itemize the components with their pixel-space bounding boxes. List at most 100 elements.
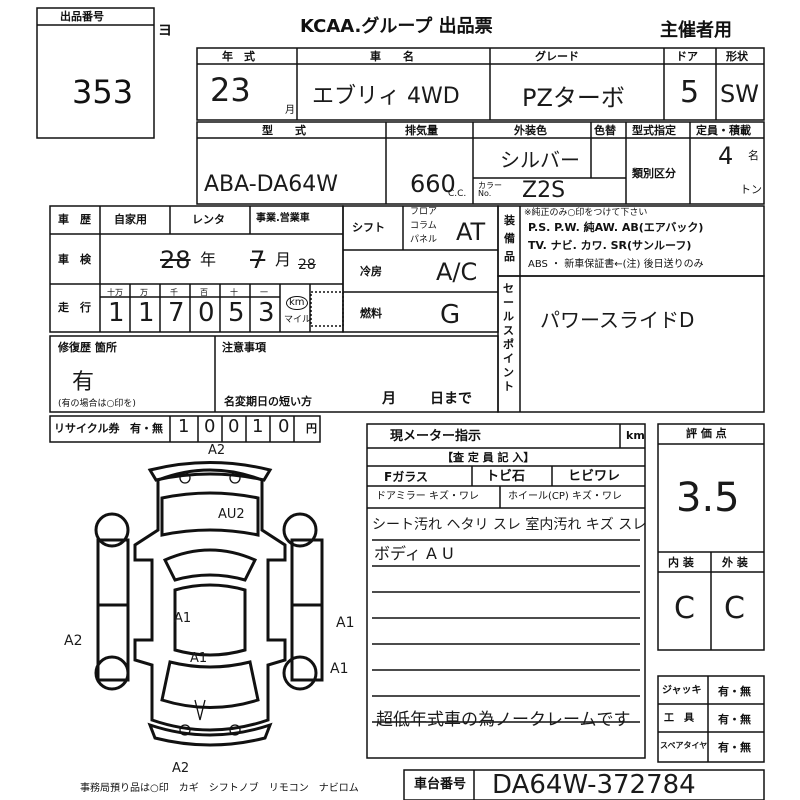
inspection-year: 28	[160, 246, 191, 274]
roof	[173, 583, 247, 657]
model-label: 型 式	[262, 124, 306, 137]
jack-value: 有・無	[718, 685, 751, 698]
wheel-rear-right	[282, 655, 318, 691]
digit-label-100: 百	[200, 288, 208, 297]
windshield	[162, 548, 258, 582]
displacement-value: 660	[410, 170, 456, 198]
crack-label: ヒビワレ	[568, 469, 621, 484]
type-designation-label: 型式指定	[632, 124, 676, 137]
car-name-value: エブリィ 4WD	[312, 84, 460, 109]
front-bumper	[147, 461, 273, 482]
lot-number-label: 出品番号	[60, 10, 104, 23]
month-unit: 月	[285, 105, 295, 116]
inspection-month-unit: 月	[275, 250, 292, 269]
year-label: 年 式	[222, 50, 255, 63]
model-value: ABA-DA64W	[204, 172, 338, 197]
rear-bumper	[147, 722, 273, 747]
cc-unit: C.C.	[448, 189, 467, 199]
inspector-note-2: ボディ A U	[374, 544, 454, 563]
wheel-rear-left	[94, 655, 130, 691]
capacity-label: 定員・積載	[696, 124, 751, 137]
tools-label: 工 具	[664, 713, 694, 724]
score-value: 3.5	[676, 475, 740, 521]
recycle-status: 有・無	[130, 422, 163, 435]
side-mark: ヨ	[158, 23, 172, 39]
shift-option-floor: フロア	[410, 207, 438, 217]
grade-value: PZターボ	[522, 84, 625, 112]
digit-label-1: 一	[260, 288, 268, 297]
ac-value: A/C	[436, 258, 478, 286]
deadline-label: 名変期日の短い方	[224, 395, 312, 408]
damage-mark: A2	[172, 761, 190, 776]
exterior-color-label: 外装色	[514, 124, 547, 137]
grade-label: グレード	[535, 50, 579, 63]
score-label: 評 価 点	[686, 427, 727, 440]
tools-value: 有・無	[718, 713, 751, 726]
fuel-label: 燃料	[360, 307, 382, 320]
sales-point-value: パワースライドD	[540, 308, 695, 332]
meter-unit: km	[626, 429, 645, 442]
history-opt-private: 自家用	[114, 213, 147, 226]
digit-label-10k: 万	[140, 288, 148, 297]
shift-option-column: コラム	[410, 221, 437, 231]
repair-value: 有	[72, 370, 95, 395]
shape-label: 形状	[726, 50, 748, 63]
damage-mark: A1	[190, 651, 208, 666]
recycle-digit: 0	[204, 416, 216, 437]
office-note: 事務局預り品は○印 カギ シフトノブ リモコン ナビロム	[80, 783, 359, 794]
damage-mark: A1	[174, 611, 192, 626]
rear-window	[160, 660, 260, 709]
interior-label: 内 装	[668, 556, 694, 569]
mileage-digit: 1	[108, 298, 125, 328]
ac-label: 冷房	[360, 265, 382, 278]
color-no-label: カラーNo.	[478, 181, 502, 198]
chassis-value: DA64W-372784	[492, 770, 696, 800]
mile-label: マイル	[284, 315, 312, 325]
lot-number: 353	[72, 73, 134, 111]
capacity-unit: 名	[748, 149, 759, 162]
displacement-label: 排気量	[405, 124, 438, 137]
chassis-label: 車台番号	[414, 777, 467, 792]
equipment-line2: TV. ナビ. カワ. SR(サンルーフ)	[528, 239, 692, 252]
shift-value: AT	[456, 218, 486, 246]
mileage-digit: 3	[258, 298, 275, 328]
mirror-label: ドアミラー キズ・ワレ	[376, 491, 479, 502]
damage-mark: A2	[64, 633, 83, 649]
history-opt-business: 事業.営業車	[256, 213, 310, 224]
shift-option-panel: パネル	[410, 235, 438, 245]
equipment-note: ※純正のみ○印をつけて下さい	[524, 208, 648, 218]
repair-note: (有の場合は○印を)	[58, 399, 136, 409]
damage-mark: AU2	[218, 507, 245, 522]
equipment-line3: ABS ・ 新車保証書←(注) 後日送りのみ	[528, 259, 704, 270]
fuel-value: G	[440, 300, 461, 330]
inspector-note-1: シート汚れ ヘタリ スレ 室内汚れ キズ スレ	[372, 517, 647, 533]
interior-value: C	[674, 591, 695, 626]
equipment-line1: P.S. P.W. 純AW. AB(エアバック)	[528, 221, 704, 234]
mileage-digit: 1	[138, 298, 155, 328]
spare-label: スペアタイヤ	[660, 741, 708, 750]
repair-label: 修復歴 箇所	[58, 341, 117, 354]
inspector-header: 【査 定 員 記 入】	[442, 451, 535, 464]
color-value: シルバー	[500, 148, 580, 172]
wheel-front-right	[282, 512, 318, 548]
inspector-note-3: 超低年式車の為ノークレームです	[376, 710, 631, 730]
door-value: 5	[680, 75, 700, 110]
mileage-label: 走 行	[58, 301, 91, 314]
exterior-label: 外 装	[722, 556, 748, 569]
digit-label-10: 十	[230, 288, 238, 297]
jack-label: ジャッキ	[662, 685, 702, 696]
door-label: ドア	[676, 50, 698, 63]
wheel-front-left	[94, 512, 130, 548]
capacity-value: 4	[718, 142, 734, 170]
history-label: 車 歴	[58, 213, 91, 226]
class-label: 類別区分	[632, 167, 676, 180]
equipment-label: 装備品	[504, 214, 515, 263]
recycle-unit: 円	[306, 422, 317, 435]
inspection-month: 7	[250, 246, 266, 274]
recycle-label: リサイクル券	[54, 422, 120, 435]
mileage-digit: 0	[198, 298, 215, 328]
form-title: KCAA.グループ 出品票	[300, 16, 493, 37]
inspection-year-unit: 年	[200, 250, 217, 269]
deadline-day: 日まで	[430, 391, 472, 407]
